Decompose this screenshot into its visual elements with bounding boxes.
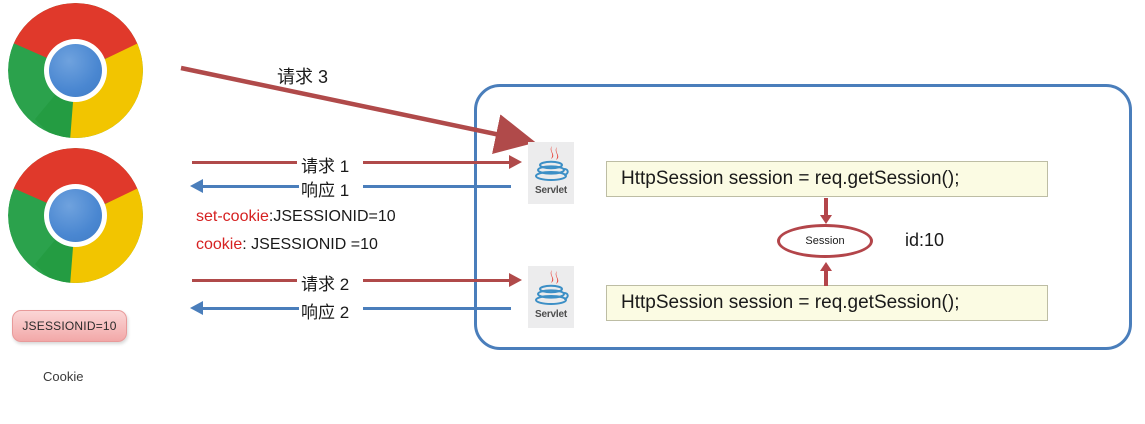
session-arrow-up bbox=[820, 262, 832, 271]
request1-line-left bbox=[192, 161, 297, 164]
header-cookie-value: : JSESSIONID =10 bbox=[242, 236, 378, 253]
code-box-bottom: HttpSession session = req.getSession(); bbox=[606, 285, 1048, 321]
response2-arrowhead bbox=[190, 301, 203, 315]
request1-arrowhead bbox=[509, 155, 522, 169]
flow-label-request1: 请求 1 bbox=[301, 157, 350, 176]
header-set-cookie-value: :JSESSIONID=10 bbox=[268, 208, 396, 225]
request2-line-left bbox=[192, 279, 297, 282]
header-cookie-key: cookie bbox=[196, 236, 243, 253]
response1-line-left bbox=[202, 185, 299, 188]
servlet-label: Servlet bbox=[535, 309, 567, 320]
servlet-icon-top: Servlet bbox=[528, 142, 574, 204]
session-connector-bottom bbox=[824, 270, 828, 286]
code-box-top: HttpSession session = req.getSession(); bbox=[606, 161, 1048, 197]
request3-arrow bbox=[180, 65, 536, 154]
request2-line-right bbox=[363, 279, 510, 282]
response1-line-right bbox=[363, 185, 511, 188]
response1-arrowhead bbox=[190, 179, 203, 193]
cookie-pill: JSESSIONID=10 bbox=[12, 310, 127, 342]
flow-label-response1: 响应 1 bbox=[301, 181, 350, 200]
request1-line-right bbox=[363, 161, 510, 164]
session-arrow-down bbox=[820, 215, 832, 224]
servlet-label: Servlet bbox=[535, 185, 567, 196]
response2-line-right bbox=[363, 307, 511, 310]
cookie-caption: Cookie bbox=[43, 369, 84, 384]
request2-arrowhead bbox=[509, 273, 522, 287]
flow-label-request2: 请求 2 bbox=[301, 275, 350, 294]
header-set-cookie-key: set-cookie bbox=[196, 208, 269, 225]
server-container bbox=[474, 84, 1132, 350]
java-coffee-cup-icon bbox=[535, 270, 569, 305]
java-coffee-cup-icon bbox=[535, 146, 569, 181]
session-label: Session bbox=[805, 235, 845, 247]
response2-line-left bbox=[202, 307, 299, 310]
flow-label-request3: 请求 3 bbox=[277, 67, 329, 87]
header-set-cookie: set-cookie:JSESSIONID=10 bbox=[196, 208, 396, 226]
chrome-blue-core bbox=[49, 44, 102, 97]
flow-label-response2: 响应 2 bbox=[301, 303, 350, 322]
servlet-icon-bottom: Servlet bbox=[528, 266, 574, 328]
session-connector-top bbox=[824, 198, 828, 218]
header-cookie: cookie: JSESSIONID =10 bbox=[196, 236, 378, 254]
session-ellipse: Session bbox=[777, 224, 873, 258]
session-id-label: id:10 bbox=[905, 230, 945, 250]
chrome-blue-core bbox=[49, 189, 102, 242]
